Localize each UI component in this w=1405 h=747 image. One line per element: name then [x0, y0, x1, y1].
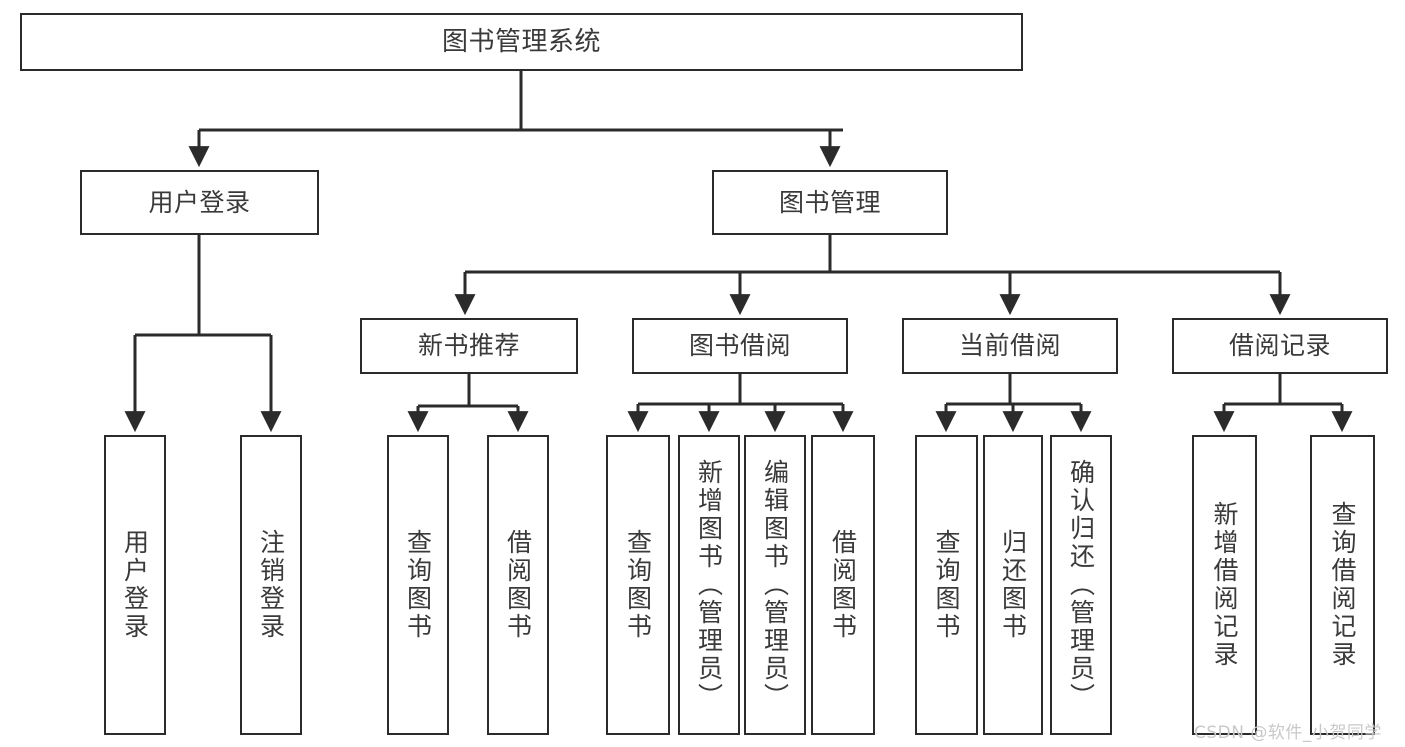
leaf-edit-book-admin-label: 编辑图书（管理员） [760, 459, 790, 711]
leaf-user-login-label: 用户登录 [120, 529, 150, 641]
leaf-borrow-books-recommend[interactable]: 借阅图书 [487, 435, 549, 735]
leaf-borrow-books[interactable]: 借阅图书 [811, 435, 875, 735]
leaf-query-borrow-record[interactable]: 查询借阅记录 [1310, 435, 1375, 735]
leaf-confirm-return-admin[interactable]: 确认归还（管理员） [1050, 435, 1112, 735]
leaf-query-borrow-record-label: 查询借阅记录 [1328, 501, 1357, 669]
leaf-add-book-admin[interactable]: 新增图书（管理员） [678, 435, 740, 735]
leaf-return-books[interactable]: 归还图书 [983, 435, 1043, 735]
node-book-borrow-label: 图书借阅 [688, 331, 791, 361]
node-book-management[interactable]: 图书管理 [712, 170, 948, 235]
node-root-system[interactable]: 图书管理系统 [20, 13, 1023, 71]
leaf-logout[interactable]: 注销登录 [240, 435, 302, 735]
node-book-borrow[interactable]: 图书借阅 [632, 318, 848, 374]
leaf-edit-book-admin[interactable]: 编辑图书（管理员） [744, 435, 806, 735]
node-new-book-recommend[interactable]: 新书推荐 [360, 318, 578, 374]
node-borrow-records[interactable]: 借阅记录 [1172, 318, 1388, 374]
leaf-confirm-return-admin-label: 确认归还（管理员） [1066, 459, 1096, 711]
leaf-query-books-borrow[interactable]: 查询图书 [606, 435, 670, 735]
csdn-watermark: CSDN @软件_小贺同学 [1194, 723, 1382, 743]
node-borrow-records-label: 借阅记录 [1228, 331, 1331, 361]
node-root-label: 图书管理系统 [441, 26, 601, 57]
leaf-query-books-current-label: 查询图书 [932, 529, 961, 641]
node-current-borrow-label: 当前借阅 [958, 331, 1061, 361]
leaf-query-books-recommend-label: 查询图书 [403, 529, 433, 641]
leaf-logout-label: 注销登录 [256, 529, 286, 641]
leaf-borrow-books-label: 借阅图书 [828, 529, 858, 641]
node-current-borrow[interactable]: 当前借阅 [902, 318, 1118, 374]
leaf-query-books-recommend[interactable]: 查询图书 [387, 435, 449, 735]
node-book-management-label: 图书管理 [778, 187, 881, 217]
leaf-add-borrow-record-label: 新增借阅记录 [1210, 501, 1239, 669]
leaf-query-books-current[interactable]: 查询图书 [915, 435, 978, 735]
leaf-borrow-books-recommend-label: 借阅图书 [503, 529, 533, 641]
node-user-login-label: 用户登录 [148, 187, 251, 217]
leaf-return-books-label: 归还图书 [998, 529, 1028, 641]
leaf-add-book-admin-label: 新增图书（管理员） [694, 459, 724, 711]
leaf-user-login[interactable]: 用户登录 [104, 435, 166, 735]
leaf-query-books-borrow-label: 查询图书 [623, 529, 653, 641]
leaf-add-borrow-record[interactable]: 新增借阅记录 [1192, 435, 1257, 735]
node-new-book-recommend-label: 新书推荐 [417, 331, 520, 361]
node-user-login[interactable]: 用户登录 [80, 170, 319, 235]
